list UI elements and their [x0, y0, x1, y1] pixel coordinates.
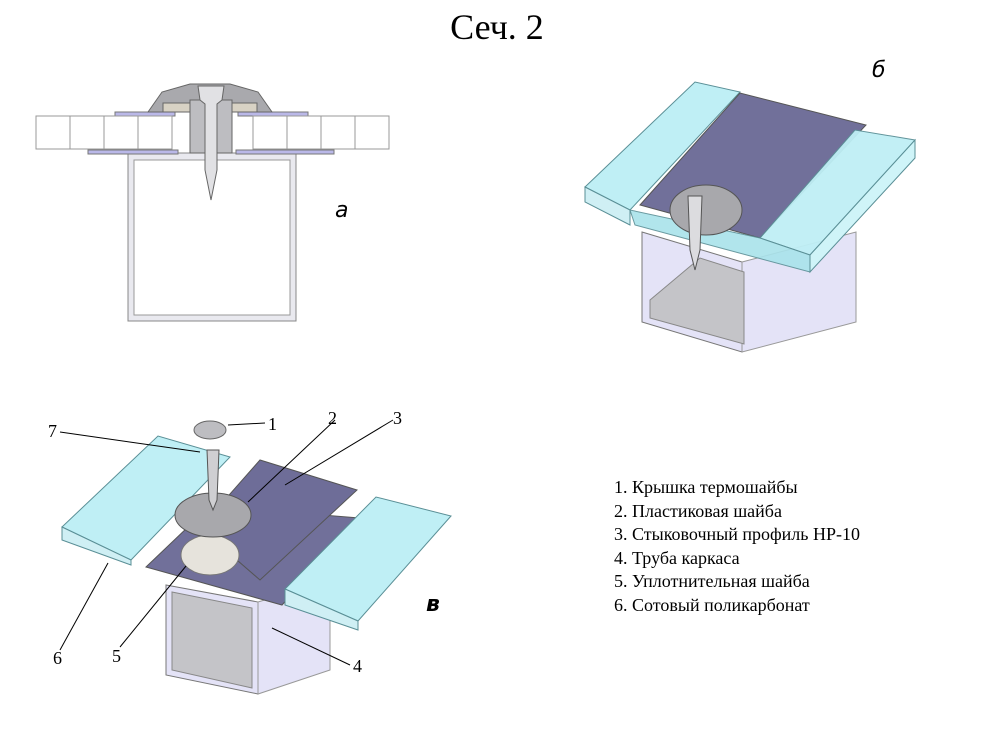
parts-legend: 1. Крышка термошайбы 2. Пластиковая шайб… [614, 476, 860, 617]
polycarbonate-right-front [629, 209, 811, 273]
callout-6: 6 [53, 648, 62, 668]
washer-seal-left [162, 102, 194, 113]
screw [197, 85, 225, 201]
profile-top-right [237, 111, 309, 117]
frame-tube-inner [171, 591, 253, 689]
frame-tube-inner [649, 257, 745, 345]
view-a-section [35, 83, 390, 322]
view-b-isometric [584, 81, 916, 353]
legend-item: 6. Сотовый поликарбонат [614, 594, 810, 615]
thermo-washer [669, 184, 743, 236]
legend-item: 1. Крышка термошайбы [614, 477, 798, 497]
profile-bottom-left [87, 149, 179, 155]
legend-item: 4. Труба каркаса [614, 547, 740, 568]
polycarbonate-panel-left [35, 115, 173, 150]
seal-washer [180, 534, 240, 576]
view-label-b: б [872, 58, 886, 83]
page-title: Сеч. 2 [450, 7, 544, 47]
polycarbonate-right-end [809, 138, 916, 274]
screw [206, 449, 220, 512]
profile-top-left [114, 111, 176, 117]
profile-plate-upper [199, 459, 358, 581]
view-label-a: а [335, 198, 349, 223]
callout-1: 1 [268, 414, 277, 434]
polycarbonate-left-front [584, 186, 631, 226]
callout-2: 2 [328, 408, 337, 428]
profile-bottom-right [235, 149, 335, 155]
polycarbonate-right-front [284, 588, 359, 631]
view-v-exploded: 1 2 3 4 5 6 7 [48, 408, 452, 695]
callout-7: 7 [48, 421, 57, 441]
leader-lines [59, 419, 394, 666]
washer-cap [193, 420, 227, 440]
callout-3: 3 [393, 408, 402, 428]
legend-item: 2. Пластиковая шайба [614, 500, 782, 521]
view-label-v: в [426, 592, 440, 617]
polycarbonate-left-front [61, 526, 132, 566]
polycarbonate-panel-right [252, 115, 390, 150]
screw [687, 195, 703, 271]
legend-item: 5. Уплотнительная шайба [614, 571, 810, 591]
callout-5: 5 [112, 646, 121, 666]
callout-4: 4 [353, 656, 362, 676]
legend-item: 3. Стыковочный профиль НР-10 [614, 524, 861, 544]
